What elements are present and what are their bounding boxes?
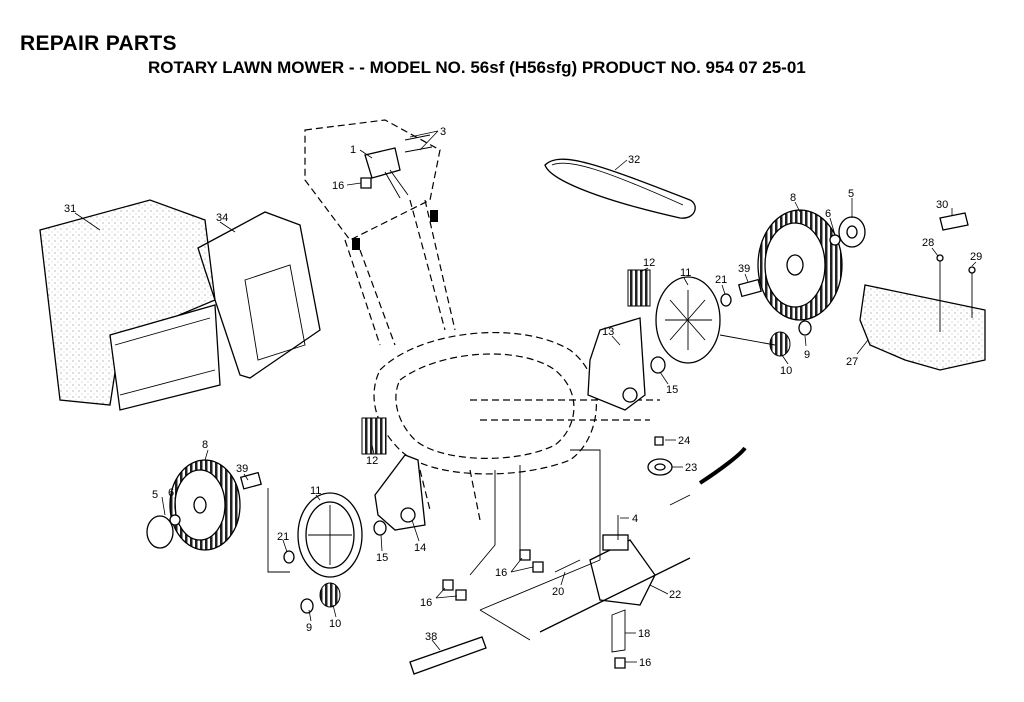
warning-decal [939,212,969,231]
leader-lines [74,130,977,663]
hub-cap-right [829,216,866,248]
axle-rod [409,636,487,675]
callout-10: 10 [780,365,792,377]
callout-16: 16 [639,657,651,669]
callout-21: 21 [715,274,727,286]
page-subtitle: ROTARY LAWN MOWER - - MODEL NO. 56sf (H5… [148,58,806,77]
grass-bag [39,199,221,411]
callout-8: 8 [202,439,208,451]
callout-32: 32 [628,154,640,166]
callout-9: 9 [804,349,810,361]
callout-23: 23 [685,462,697,474]
grass-bag-frame [197,211,321,379]
rear-shield [859,254,986,371]
callout-15: 15 [666,384,678,396]
callout-4: 4 [632,513,638,525]
hex-nuts [442,549,544,601]
callout-15: 15 [376,552,388,564]
callout-16: 16 [332,180,344,192]
callout-12: 12 [366,455,378,467]
callout-28: 28 [922,237,934,249]
callout-12: 12 [643,257,655,269]
callout-numbers: 1 3 16 32 31 34 8 5 6 30 28 29 12 11 21 … [64,126,982,669]
callout-34: 34 [216,212,228,224]
callout-16: 16 [420,597,432,609]
rear-left-wheel [169,459,241,551]
callout-5: 5 [152,489,158,501]
callout-31: 31 [64,203,76,215]
callout-1: 1 [350,144,356,156]
page-title: REPAIR PARTS [20,32,177,55]
callout-11: 11 [310,485,321,497]
callout-39: 39 [236,463,248,475]
handle-outline [304,119,456,346]
callout-8: 8 [790,192,796,204]
callout-13: 13 [602,326,614,338]
transmission [539,436,747,669]
callout-22: 22 [669,589,681,601]
callout-29: 29 [970,251,982,263]
callout-39: 39 [738,263,750,275]
callout-6: 6 [825,208,831,220]
callout-10: 10 [329,618,341,630]
callout-38: 38 [425,631,437,643]
callout-27: 27 [846,356,858,368]
hub-cap-left [146,471,263,549]
callout-5: 5 [848,188,854,200]
callout-18: 18 [638,628,650,640]
rear-right-wheel [757,209,843,321]
callout-20: 20 [552,586,564,598]
callout-9: 9 [306,622,312,634]
callout-16: 16 [495,567,507,579]
callout-3: 3 [440,126,446,138]
callout-24: 24 [678,435,690,447]
callout-21: 21 [277,531,289,543]
left-drive-assembly [283,417,426,614]
callout-11: 11 [680,267,691,279]
drive-belt [544,158,696,219]
callout-6: 6 [168,487,174,499]
callout-14: 14 [414,542,426,554]
callout-30: 30 [936,199,948,211]
right-drive-assembly [587,269,812,411]
handle-knob [360,134,433,199]
